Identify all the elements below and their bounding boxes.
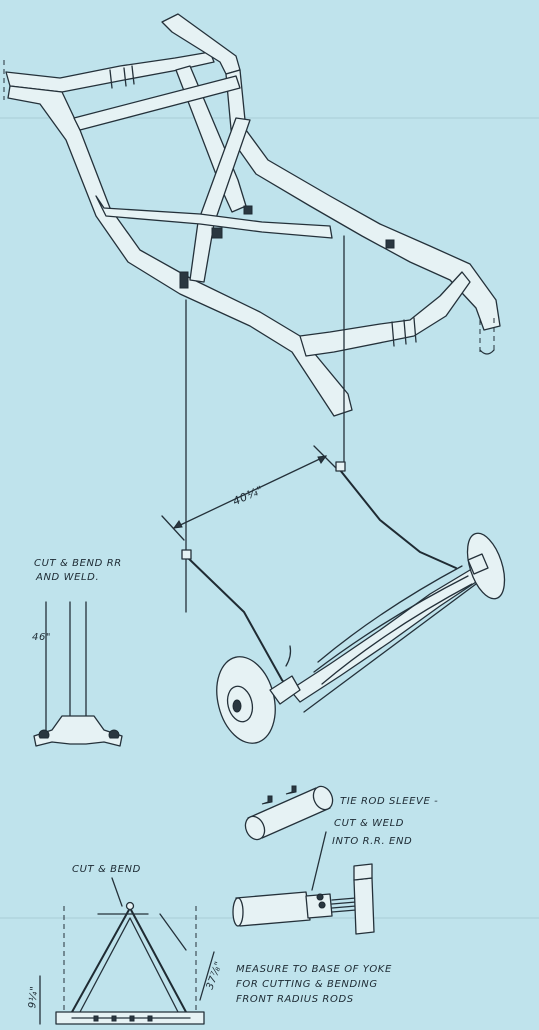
frame-end-breaks (3, 60, 495, 352)
sleeve-end-left (244, 815, 266, 841)
into-rr-end-label: INTO R.R. END (332, 836, 412, 847)
yoke-width-label: 9¼" (26, 985, 40, 1009)
radius-rod-detail: CUT & BEND RR AND WELD. 46" (32, 558, 123, 747)
yoke-inner-line (79, 917, 179, 1013)
rod-end-housing (353, 877, 375, 935)
dimension-line-40 (173, 455, 327, 529)
frame-rail-right (225, 69, 501, 331)
sleeve-clamp-bolts (261, 785, 297, 805)
yoke-base-bolts (93, 1015, 153, 1022)
original-rod-dashes (63, 906, 197, 1012)
cut-bend-rr-label: CUT & BEND RR (34, 558, 122, 569)
chassis-frame-drawing (3, 13, 501, 417)
sleeve-end-right (312, 785, 334, 811)
steering-arm (285, 645, 292, 667)
weld-bolts (316, 893, 326, 909)
steering-knuckle-left (269, 675, 301, 705)
dimension-arrows (172, 455, 328, 529)
tie-rod (303, 583, 477, 713)
rod-end-stud (353, 863, 373, 881)
yoke-side-dim (199, 951, 215, 1001)
threaded-section (331, 897, 357, 913)
yoke-bent-rods (71, 907, 187, 1013)
tie-rod-sleeve-detail: TIE ROD SLEEVE - CUT & WELD INTO R.R. EN… (232, 785, 438, 935)
frame-end-cap (479, 349, 495, 355)
spindle-right (467, 553, 489, 575)
rod-length-label: 46" (32, 632, 51, 643)
center-crossmember (95, 195, 333, 239)
yoke-apex (125, 901, 135, 911)
yoke-bend-detail: CUT & BEND 9¼" 37⅞" MEASURE TO BASE OF Y… (26, 864, 392, 1025)
axle-yoke-end (33, 715, 123, 747)
bend-guides (97, 913, 187, 951)
measure-label-1: MEASURE TO BASE OF YOKE (236, 964, 392, 975)
radius-rod-ends (181, 461, 346, 560)
front-axle-assembly (181, 461, 506, 744)
transverse-spring (313, 565, 473, 685)
measure-label-3: FRONT RADIUS RODS (236, 994, 354, 1005)
track-width-label: 40¼" (231, 483, 266, 508)
cut-bend-label: CUT & BEND (72, 864, 141, 875)
radius-rod-right (339, 469, 457, 569)
rod-tube-end (232, 897, 244, 927)
crossmember-clamp (109, 65, 135, 89)
tie-rod-sleeve-label: TIE ROD SLEEVE - (340, 796, 438, 807)
frame-brackets (179, 205, 395, 289)
upper-crossmember (73, 75, 241, 131)
rear-crossmember (299, 271, 471, 357)
and-weld-label: AND WELD. (35, 572, 99, 583)
cut-bend-leader (111, 877, 123, 907)
frame-rail-left (7, 85, 353, 417)
spindle-nut (232, 699, 242, 713)
rear-spring-clamp (391, 317, 417, 347)
sleeve-leader-line (311, 831, 327, 891)
radius-rod-tube (235, 891, 311, 927)
measure-label-2: FOR CUTTING & BENDING (236, 979, 378, 990)
yoke-eyes (38, 729, 120, 739)
cut-weld-label: CUT & WELD (334, 818, 404, 829)
